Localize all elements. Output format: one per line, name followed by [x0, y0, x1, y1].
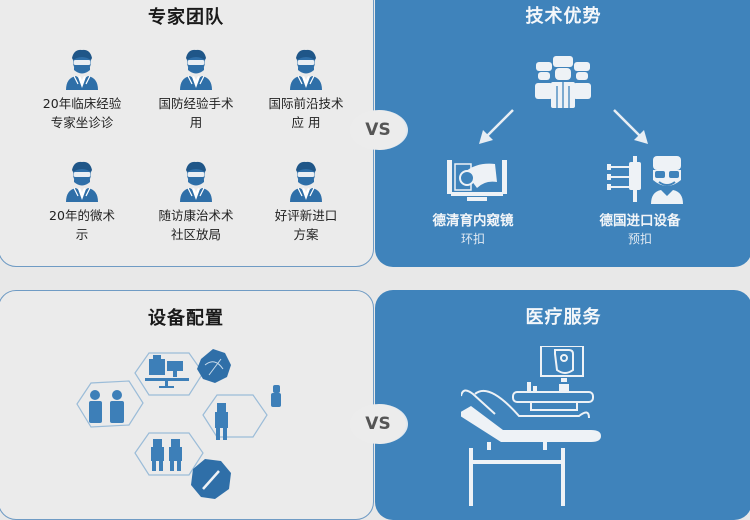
nurse-icon — [271, 385, 281, 407]
expert-card: 20年的微术 示 — [27, 158, 137, 244]
expert-label-line1: 国际前沿技术 — [268, 96, 344, 111]
vs-badge: VS — [350, 110, 408, 150]
expert-label-line2: 示 — [75, 227, 89, 242]
expert-label-line1: 20年临床经验 — [42, 96, 122, 111]
tech-advantage-title: 技术优势 — [525, 6, 602, 27]
expert-team-panel: 专家团队 20年临床经验 专家坐诊诊 国防经验手术 用 国际前沿技术 应 用 2… — [0, 0, 374, 267]
expert-team-title: 专家团队 — [148, 7, 224, 28]
doctor-icon — [65, 49, 99, 91]
doctor-icon — [289, 49, 323, 91]
tech-item-title: 德清育内窥镜 — [432, 213, 514, 229]
doctor-icon — [179, 49, 213, 91]
expert-label-line1: 国防经验手术 — [158, 96, 234, 111]
tech-advantage-panel: 技术优势 — [375, 0, 750, 267]
doctor-icon — [289, 161, 323, 203]
patient-bed-monitor-icon — [461, 346, 601, 506]
tech-item-subtitle: 预扣 — [627, 232, 652, 246]
tech-item-subtitle: 环扣 — [460, 232, 485, 246]
endoscope-monitor-icon — [447, 160, 507, 201]
expert-label-line2: 方案 — [293, 227, 319, 242]
equipment-panel: 设备配置 — [0, 290, 374, 520]
expert-card: 好评新进口 方案 — [251, 158, 361, 244]
vs-badge: VS — [350, 404, 408, 444]
expert-card: 国防经验手术 用 — [141, 46, 251, 132]
doctors-pair-icon — [151, 439, 182, 471]
expert-label-line2: 用 — [189, 115, 203, 130]
equipment-title: 设备配置 — [148, 308, 224, 329]
doctor-icon — [179, 161, 213, 203]
expert-card: 随访康治术术 社区放局 — [141, 158, 251, 244]
medical-service-title: 医疗服务 — [525, 307, 602, 328]
expert-label-line1: 好评新进口 — [274, 208, 338, 223]
expert-card: 国际前沿技术 应 用 — [251, 46, 361, 132]
expert-label-line2: 应 用 — [291, 115, 321, 130]
surgeon-equipment-icon — [607, 156, 683, 204]
arrow-down-left-icon — [479, 109, 514, 144]
expert-label-line1: 随访康治术术 — [158, 208, 234, 223]
tech-item: 德清育内窥镜 环扣 — [403, 212, 543, 248]
expert-card: 20年临床经验 专家坐诊诊 — [27, 46, 137, 132]
tech-item: 德国进口设备 预扣 — [570, 212, 710, 248]
doctor-icon — [65, 161, 99, 203]
doctor-standing-icon — [215, 403, 228, 440]
arrow-down-right-icon — [613, 109, 648, 144]
equipment-hexagon-cluster — [76, 349, 281, 499]
expert-label-line2: 专家坐诊诊 — [50, 115, 114, 130]
scalpel-badge-icon — [191, 459, 231, 499]
expert-label-line2: 社区放局 — [170, 227, 221, 242]
surgery-badge-icon — [197, 349, 231, 383]
staff-pair-icon — [89, 390, 124, 423]
medical-team-icon — [535, 56, 591, 108]
tech-item-title: 德国进口设备 — [599, 213, 681, 229]
expert-label-line1: 20年的微术 — [49, 208, 115, 223]
workstation-icon — [145, 355, 189, 388]
medical-service-panel: 医疗服务 — [375, 290, 750, 520]
